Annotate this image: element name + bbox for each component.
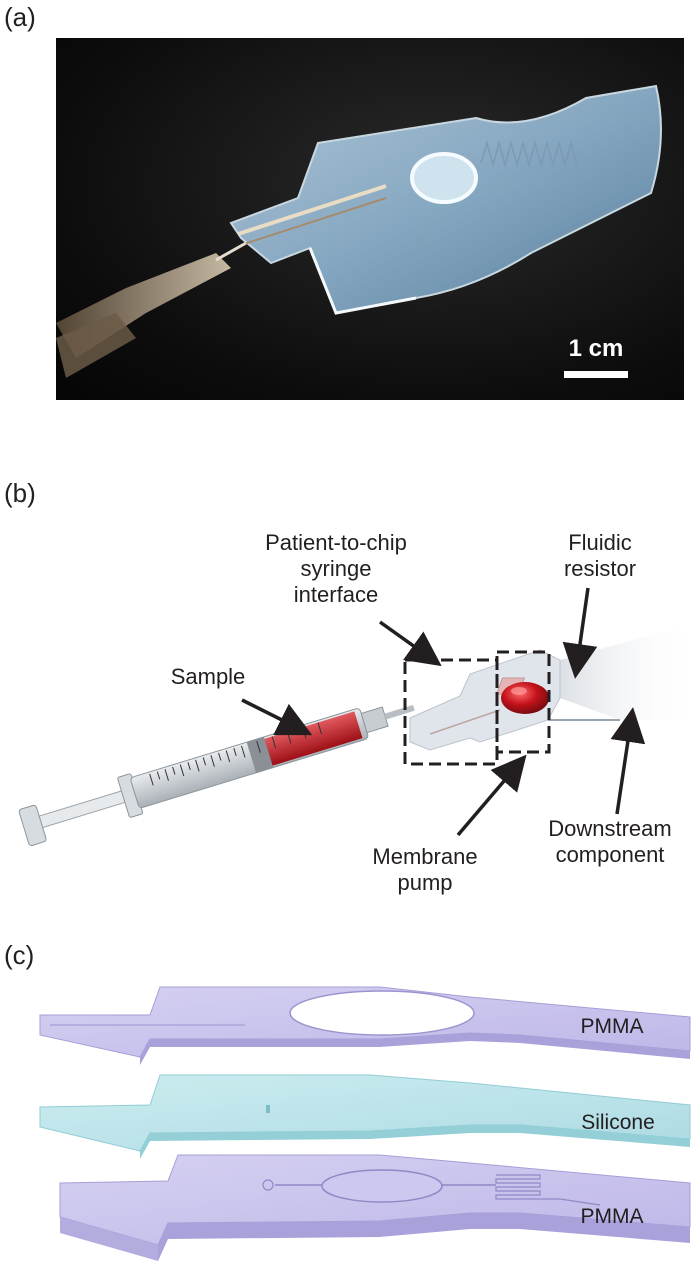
panel-a-label: (a) <box>4 2 36 32</box>
panel-c-label: (c) <box>4 940 35 970</box>
pmma-top-layer <box>39 986 691 1065</box>
serpentine-channel <box>480 139 578 169</box>
panel-b-label: (b) <box>4 478 36 508</box>
label-resistor: Fluidic resistor <box>545 530 655 582</box>
label-silicone: Silicone <box>581 1111 655 1134</box>
pmma-top-hole <box>289 990 475 1036</box>
scale-bar <box>564 371 628 378</box>
label-resistor-line2: resistor <box>563 556 637 581</box>
label-interface-line1: Patient-to-chip <box>265 530 407 555</box>
syringe <box>18 704 415 846</box>
label-interface-line3: interface <box>293 582 379 607</box>
arrow-downstream <box>610 707 646 815</box>
photo-drawing: 1 cm <box>56 84 662 378</box>
arrow-pump <box>456 754 527 837</box>
arrow-sample <box>241 698 313 736</box>
sample-fluid <box>262 711 363 767</box>
pump-box <box>495 650 551 754</box>
label-resistor-line1: Fluidic <box>568 530 632 555</box>
label-pump: Membrane pump <box>360 844 490 896</box>
panel-b-diagram <box>18 587 700 846</box>
label-pmma-bottom: PMMA <box>581 1205 644 1228</box>
label-pump-line1: Membrane <box>372 844 478 869</box>
label-pump-line2: pump <box>397 870 453 895</box>
label-downstream-line1: Downstream <box>548 816 672 841</box>
scale-bar-label: 1 cm <box>569 335 624 362</box>
panel-c-diagram: PMMA Silicone PMMA <box>39 986 691 1261</box>
label-pmma-top: PMMA <box>581 1015 644 1038</box>
pmma-bottom-chamber <box>321 1169 443 1203</box>
arrow-resistor <box>562 587 598 679</box>
chip-diagram <box>409 649 561 751</box>
label-interface-line2: syringe <box>300 556 372 581</box>
device-photo: 1 cm <box>56 38 684 400</box>
label-downstream-line2: component <box>555 842 665 867</box>
blood-dome <box>501 682 549 714</box>
label-sample: Sample <box>170 664 246 689</box>
silicone-layer <box>39 1074 691 1159</box>
pmma-bottom-layer <box>59 1154 691 1261</box>
label-downstream: Downstream component <box>530 816 690 868</box>
arrow-interface <box>378 620 442 667</box>
pmma-bottom-serpentine <box>495 1174 560 1200</box>
label-interface: Patient-to-chip syringe interface <box>226 530 446 608</box>
membrane-reservoir <box>410 152 478 204</box>
